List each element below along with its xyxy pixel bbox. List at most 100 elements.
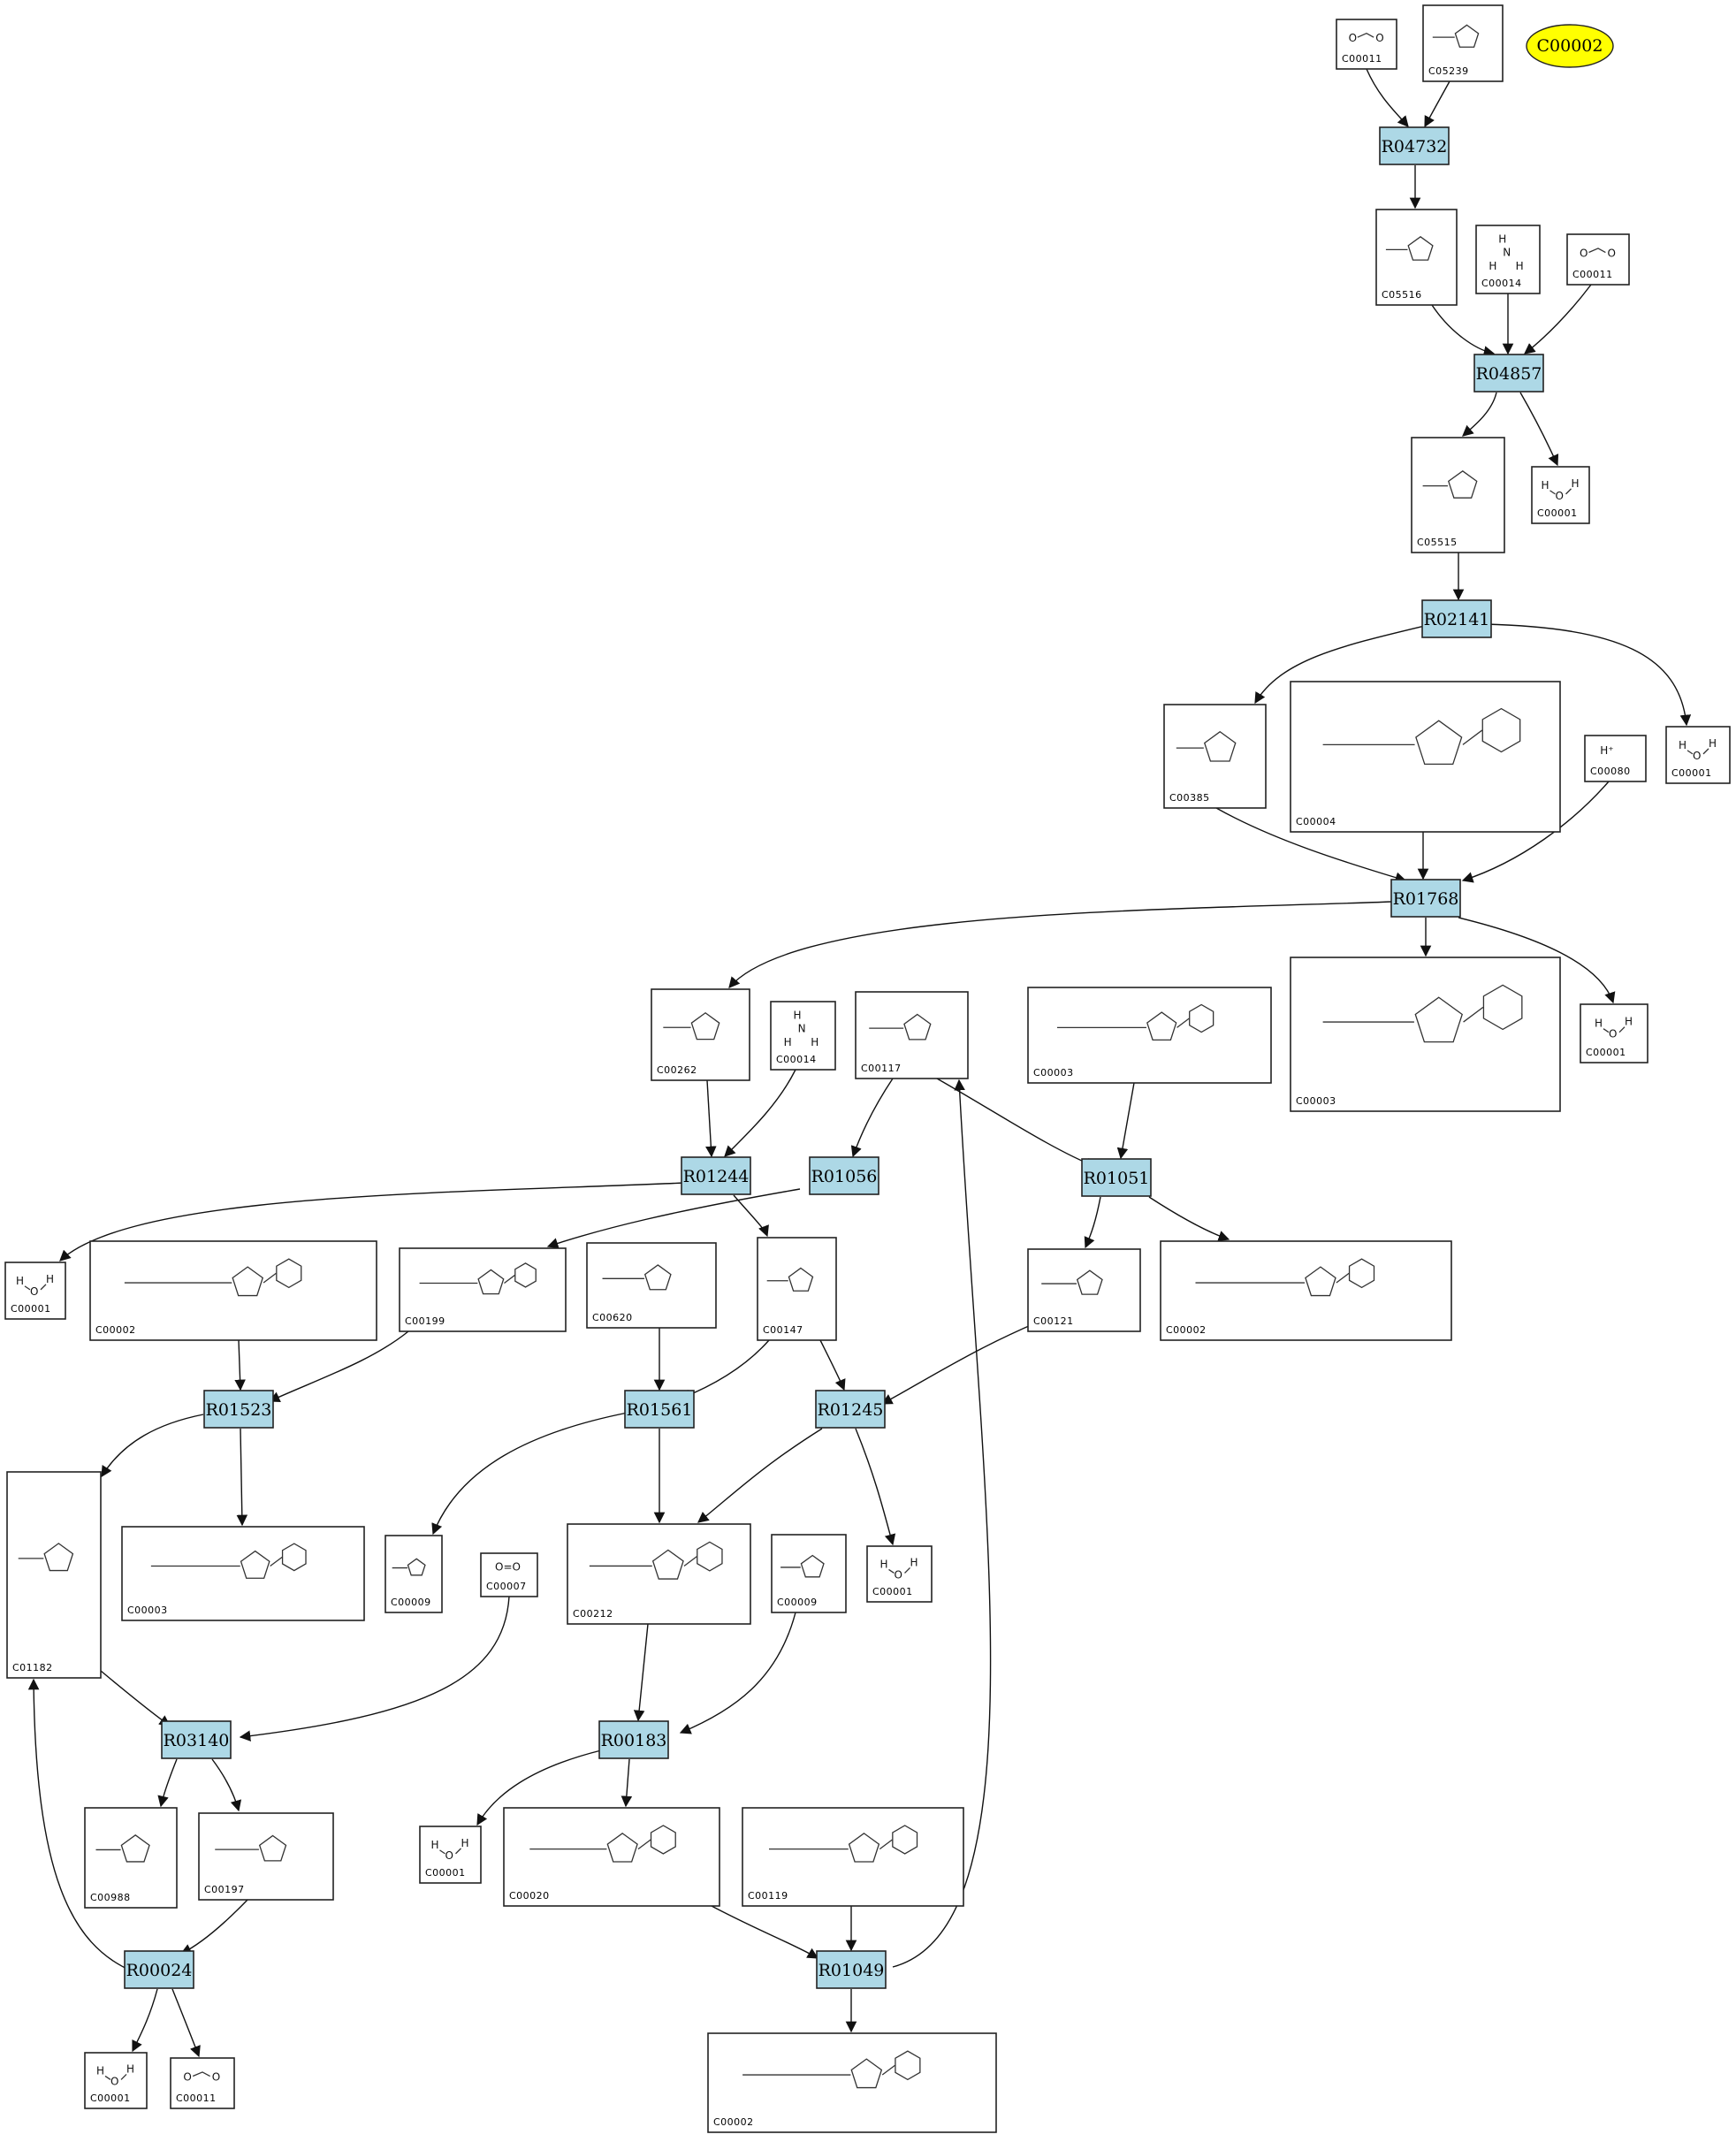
compound-code: C00003 xyxy=(1296,1095,1336,1107)
atom-label: H xyxy=(880,1558,888,1570)
atom-label: H xyxy=(126,2062,134,2075)
compound-code: C01182 xyxy=(12,1662,53,1673)
reaction-label: R01049 xyxy=(819,1961,885,1980)
reaction-edge xyxy=(157,1758,178,1808)
compound-box xyxy=(1290,681,1561,833)
atom-label: O xyxy=(183,2071,191,2084)
compound-node-c00119[interactable]: C00119 xyxy=(742,1807,964,1907)
reaction-edge xyxy=(236,1428,248,1527)
highlight-node[interactable] xyxy=(1526,24,1614,68)
compound-node-c00003[interactable]: C00003 xyxy=(1027,987,1272,1084)
reaction-node-r01056[interactable]: R01056 xyxy=(809,1156,879,1195)
reaction-edge xyxy=(679,1339,770,1400)
compound-box xyxy=(1566,233,1630,286)
reaction-node-r01049[interactable]: R01049 xyxy=(816,1950,887,1989)
compound-box xyxy=(385,1535,443,1613)
atom-label: H xyxy=(794,1009,802,1021)
reaction-node-r01244[interactable]: R01244 xyxy=(681,1156,751,1195)
edges-layer xyxy=(27,68,1692,2058)
atom-label: O xyxy=(212,2071,220,2084)
reaction-node-r04857[interactable]: R04857 xyxy=(1473,354,1544,393)
reaction-node-r00183[interactable]: R00183 xyxy=(598,1720,669,1759)
compound-node-c05239[interactable]: C05239 xyxy=(1422,4,1504,82)
compound-node-c05515[interactable]: C05515 xyxy=(1411,437,1505,553)
reaction-node-r01051[interactable]: R01051 xyxy=(1081,1158,1152,1197)
reaction-edge xyxy=(268,1330,409,1403)
compound-node-c00385[interactable]: C00385 xyxy=(1163,704,1267,809)
compound-node-c00004[interactable]: C00004 xyxy=(1290,681,1561,833)
compound-node-c00197[interactable]: C00197 xyxy=(198,1812,334,1901)
reaction-box xyxy=(124,1950,194,1989)
compound-node-c00199[interactable]: C00199 xyxy=(399,1247,567,1332)
compound-box xyxy=(1411,437,1505,553)
reaction-edge xyxy=(239,1596,510,1742)
compound-node-c00620[interactable]: C00620 xyxy=(586,1242,717,1329)
compound-node-c00009[interactable]: C00009 xyxy=(385,1535,443,1613)
compound-node-c00988[interactable]: C00988 xyxy=(84,1807,178,1909)
compound-node-c05516[interactable]: C05516 xyxy=(1375,209,1458,306)
reaction-node-r01245[interactable]: R01245 xyxy=(815,1390,886,1429)
atom-label: H xyxy=(1489,260,1496,272)
compound-node-c00117[interactable]: C00117 xyxy=(855,991,969,1079)
atom-label: H xyxy=(46,1273,54,1285)
reaction-node-r01523[interactable]: R01523 xyxy=(203,1390,274,1429)
compound-node-c01182[interactable]: C01182 xyxy=(6,1471,102,1679)
compound-box xyxy=(419,1826,482,1884)
atom-label: H xyxy=(1709,737,1717,750)
compound-node-c00002[interactable]: C00002 xyxy=(89,1240,377,1341)
reaction-node-r01561[interactable]: R01561 xyxy=(624,1390,695,1429)
compound-code: C00385 xyxy=(1169,792,1210,804)
compound-code: C00001 xyxy=(425,1867,466,1879)
reaction-node-r01768[interactable]: R01768 xyxy=(1390,879,1461,918)
compound-node-c00262[interactable]: C00262 xyxy=(651,988,750,1081)
compound-node-c00212[interactable]: C00212 xyxy=(567,1523,751,1625)
atom-label: H xyxy=(431,1839,439,1851)
compound-node-c00121[interactable]: C00121 xyxy=(1027,1248,1141,1332)
atom-label: O xyxy=(895,1568,902,1581)
compound-box xyxy=(399,1247,567,1332)
compound-node-c00080[interactable]: H⁺C00080 xyxy=(1584,735,1647,782)
reaction-label: R01561 xyxy=(627,1400,693,1420)
compound-code: C00020 xyxy=(509,1890,550,1902)
reaction-box xyxy=(161,1720,232,1759)
reaction-edge xyxy=(819,1339,846,1391)
atom-label: H xyxy=(1542,479,1549,492)
reaction-edge xyxy=(733,1194,769,1238)
compound-node-c00009[interactable]: C00009 xyxy=(771,1534,847,1613)
compound-node-c00002[interactable]: C00002 xyxy=(707,2032,997,2133)
reaction-label: R01051 xyxy=(1084,1169,1150,1188)
compound-node-c00003[interactable]: C00003 xyxy=(1290,957,1561,1112)
compound-code: C00009 xyxy=(391,1597,431,1608)
reaction-node-r00024[interactable]: R00024 xyxy=(124,1950,194,1989)
compound-code: C00011 xyxy=(176,2092,217,2104)
reaction-edge xyxy=(1366,68,1409,127)
atom-label: H xyxy=(1572,477,1580,490)
reaction-edge xyxy=(1215,807,1407,883)
compound-node-c00003[interactable]: C00003 xyxy=(121,1526,365,1621)
compound-node-c00011[interactable]: O O C00011 xyxy=(170,2057,235,2109)
compound-box xyxy=(1290,957,1561,1112)
compound-node-c00020[interactable]: C00020 xyxy=(503,1807,720,1907)
compound-node-c00147[interactable]: C00147 xyxy=(757,1237,837,1341)
reaction-node-r02141[interactable]: R02141 xyxy=(1421,599,1492,638)
atom-label: H xyxy=(1679,739,1687,751)
atom-label: N xyxy=(1503,247,1511,259)
compound-node-c00002[interactable]: C00002 xyxy=(1160,1240,1452,1341)
reaction-node-r04732[interactable]: R04732 xyxy=(1379,126,1450,165)
reaction-node-r03140[interactable]: R03140 xyxy=(161,1720,232,1759)
compound-code: C00002 xyxy=(1166,1324,1207,1336)
